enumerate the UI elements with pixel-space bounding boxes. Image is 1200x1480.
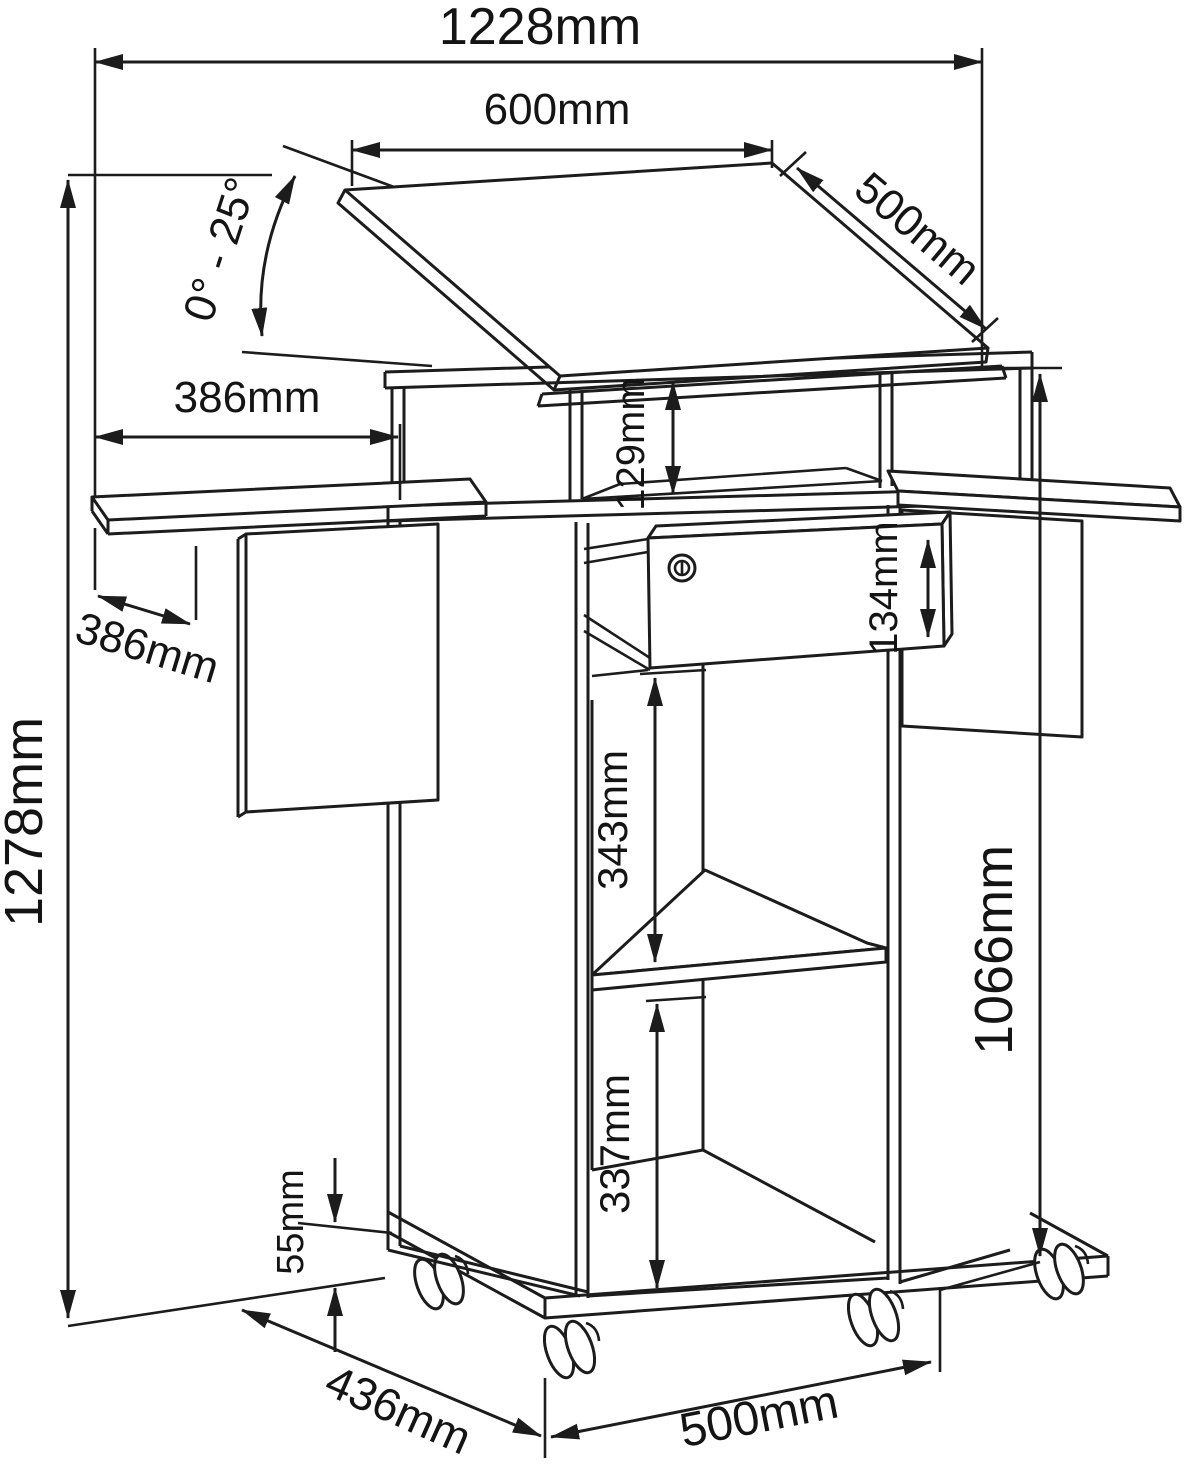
- desk-slab: [386, 486, 1036, 523]
- dim-bottom-compartment: 337mm: [591, 1074, 638, 1214]
- dim-caster-clearance: 55mm: [270, 1169, 312, 1275]
- dim-under-top-clearance: 129mm: [609, 377, 653, 510]
- book-ledge: [536, 364, 1008, 408]
- casters: [413, 1242, 1090, 1380]
- dim-top-width: 600mm: [484, 85, 631, 134]
- dim-middle-compartment: 343mm: [589, 750, 636, 890]
- dim-overall-height: 1278mm: [0, 717, 54, 927]
- left-shelf-panel: [244, 522, 440, 814]
- middle-shelf: [590, 868, 888, 992]
- dim-shelf-depth: 386mm: [70, 603, 225, 693]
- dim-overall-width: 1228mm: [439, 0, 641, 56]
- caster-right: [846, 1287, 905, 1348]
- base-plate: [386, 1210, 1110, 1320]
- dim-base-depth: 436mm: [318, 1354, 479, 1464]
- left-shelf: [90, 477, 488, 819]
- caster-back-right: [1033, 1242, 1090, 1301]
- dim-body-height: 1066mm: [964, 845, 1024, 1055]
- dim-drawer-height: 134mm: [862, 521, 906, 654]
- drawer-front: [646, 522, 946, 670]
- lock-icon: [667, 553, 697, 583]
- dim-tilt-angle: 0° - 25°: [174, 172, 266, 328]
- caster-front: [542, 1319, 601, 1380]
- dim-base-width: 500mm: [675, 1376, 842, 1459]
- dim-shelf-width: 386mm: [174, 373, 321, 422]
- drawer-rails: [583, 537, 651, 672]
- cabinet-body: [386, 504, 1011, 1298]
- drawer: [583, 510, 954, 672]
